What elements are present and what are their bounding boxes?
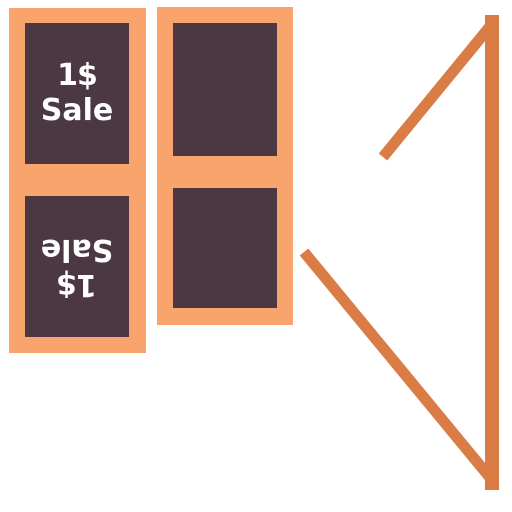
arrow-lower-stroke (299, 248, 497, 484)
blank-card[interactable] (173, 188, 277, 308)
sale-card-label: Sale (40, 92, 114, 128)
card-column-left: 1$ Sale 1$ Sale (9, 8, 146, 353)
sale-card[interactable]: 1$ Sale (25, 23, 129, 164)
sale-card-price: 1$ (57, 58, 98, 93)
blank-card[interactable] (173, 23, 277, 156)
arrow-upper-stroke (378, 20, 497, 161)
card-column-right (157, 7, 293, 325)
